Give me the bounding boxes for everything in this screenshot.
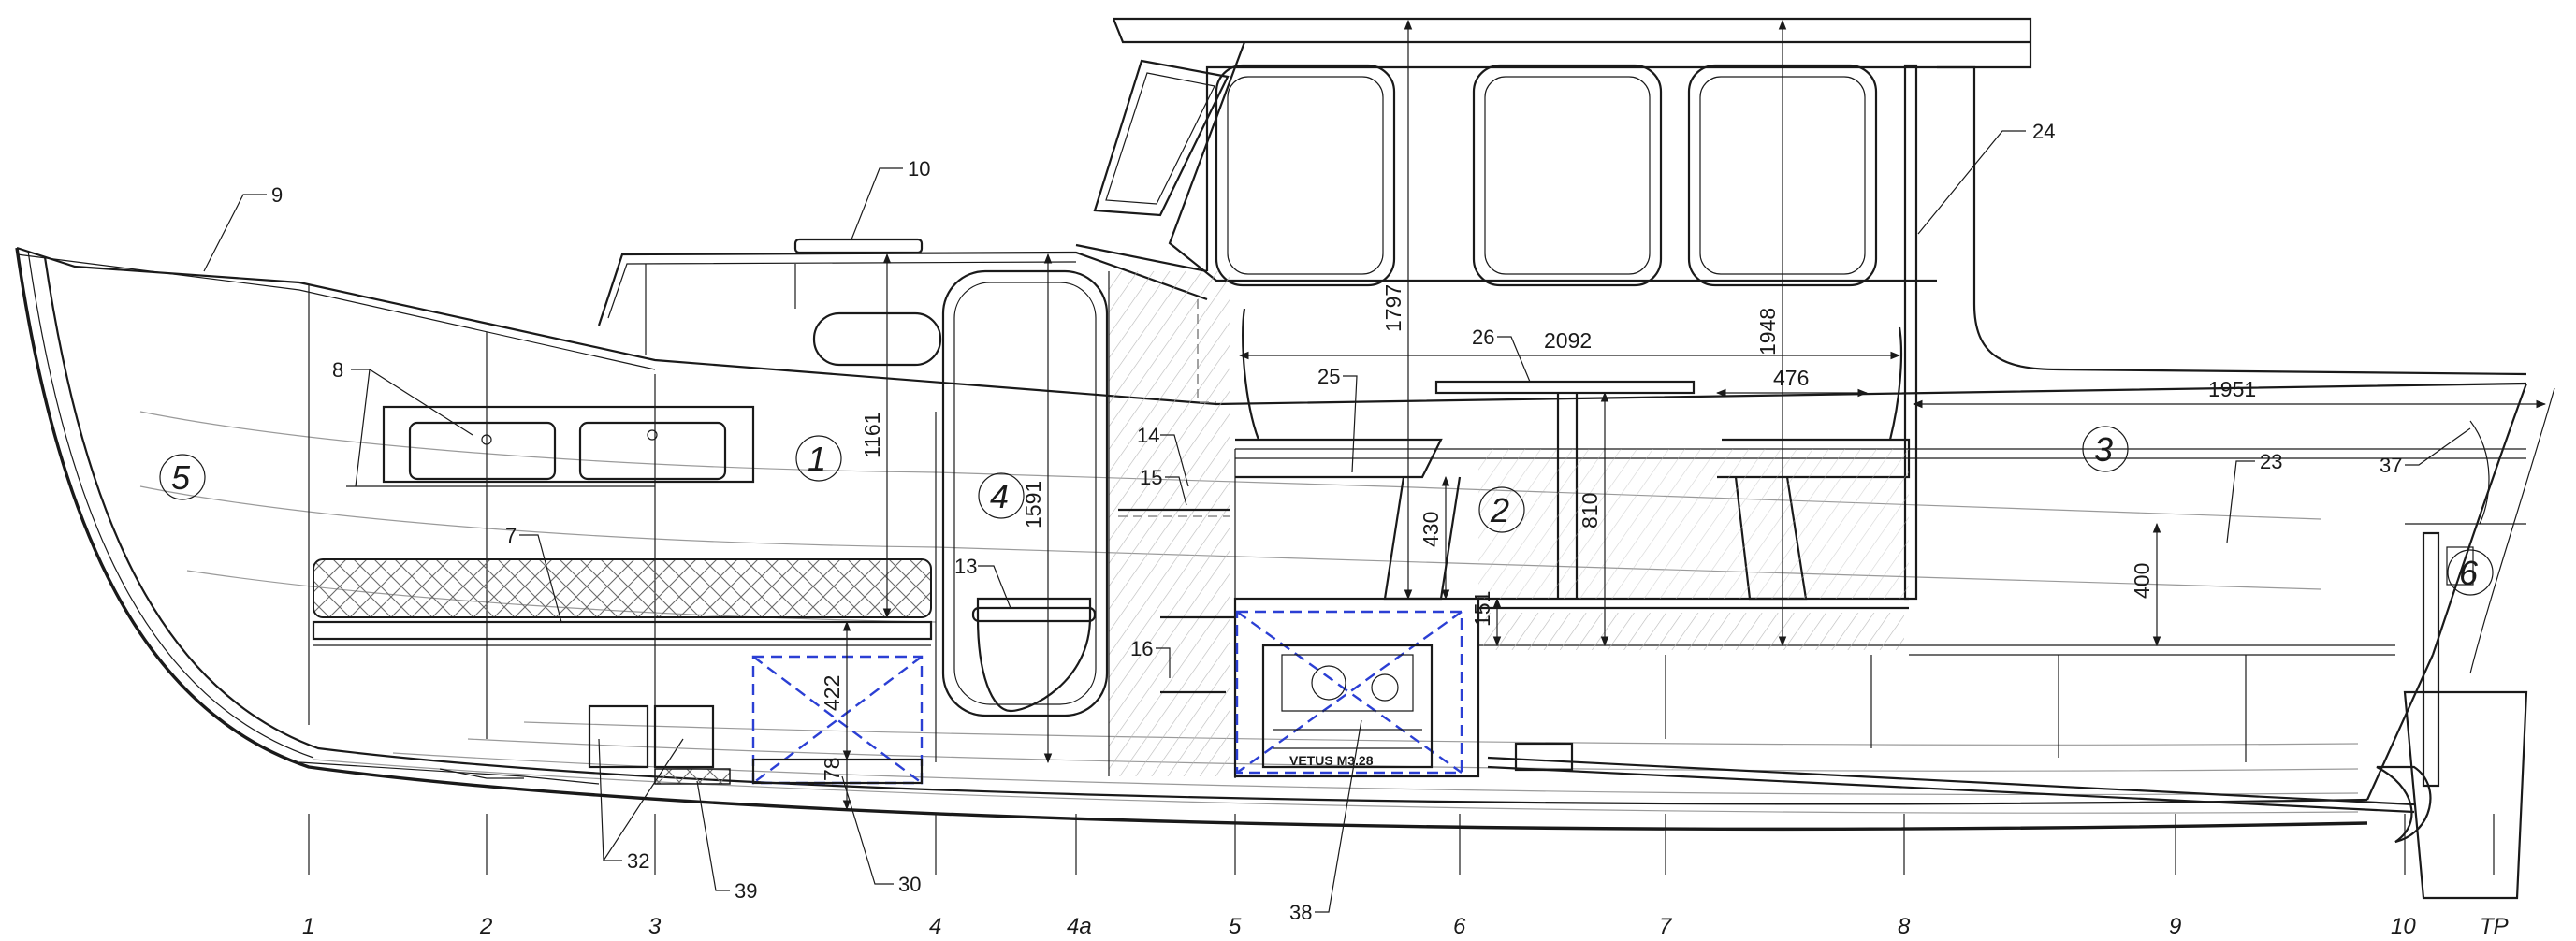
frame-label: 2 bbox=[479, 914, 492, 939]
dim-422: 422 bbox=[820, 675, 844, 711]
callout-38: 38 bbox=[1289, 901, 1312, 924]
frame-label: 6 bbox=[1453, 914, 1466, 939]
callout-25: 25 bbox=[1317, 365, 1340, 388]
callout-26: 26 bbox=[1472, 326, 1494, 349]
hull bbox=[15, 246, 2555, 831]
frame-label: 1 bbox=[302, 914, 314, 939]
compartment-1: 1 bbox=[808, 440, 826, 478]
dim-1591: 1591 bbox=[1021, 481, 1045, 528]
frame-label: 4a bbox=[1067, 914, 1092, 939]
callout-16: 16 bbox=[1130, 637, 1153, 660]
dim-1948: 1948 bbox=[1755, 308, 1780, 355]
compartment-5: 5 bbox=[171, 458, 191, 497]
compartment-6: 6 bbox=[2459, 554, 2479, 592]
frame-label: 10 bbox=[2391, 914, 2416, 939]
callout-15: 15 bbox=[1140, 466, 1162, 489]
dim-400: 400 bbox=[2130, 563, 2154, 599]
engine-label: VETUS M3.28 bbox=[1289, 753, 1374, 768]
callout-10: 10 bbox=[908, 157, 930, 181]
dim-2092: 2092 bbox=[1544, 328, 1592, 353]
compartment-2: 2 bbox=[1490, 491, 1509, 529]
compartment-3: 3 bbox=[2094, 430, 2113, 469]
dim-476: 476 bbox=[1773, 366, 1809, 390]
frame-label: 8 bbox=[1898, 914, 1911, 939]
callout-37: 37 bbox=[2380, 454, 2402, 477]
dim-151: 151 bbox=[1470, 591, 1494, 627]
dim-78: 78 bbox=[820, 757, 844, 781]
callout-8: 8 bbox=[332, 358, 343, 382]
frame-label: TP bbox=[2480, 914, 2509, 939]
callout-32: 32 bbox=[627, 849, 649, 873]
dim-1951: 1951 bbox=[2208, 377, 2256, 401]
callout-9: 9 bbox=[271, 183, 283, 207]
callout-14: 14 bbox=[1137, 424, 1159, 447]
callout-24: 24 bbox=[2032, 120, 2055, 143]
compartment-4: 4 bbox=[990, 477, 1009, 515]
callout-13: 13 bbox=[954, 555, 977, 578]
callout-7: 7 bbox=[505, 524, 517, 547]
dimensions: 1161 1591 422 78 1797 430 151 2092 810 1… bbox=[820, 19, 2547, 811]
compartment-markers: 5 1 4 2 3 6 bbox=[159, 426, 2494, 596]
callouts: 7 8 9 10 13 14 15 16 23 24 25 26 bbox=[203, 120, 2471, 924]
forward-cabin bbox=[308, 269, 1236, 785]
callout-23: 23 bbox=[2260, 450, 2282, 473]
frame-label: 7 bbox=[1659, 914, 1673, 939]
frame-stations: 1 2 3 4 4a 5 6 7 8 9 10 TP bbox=[302, 814, 2509, 939]
dim-1797: 1797 bbox=[1381, 284, 1405, 332]
frame-label: 9 bbox=[2169, 914, 2181, 939]
callout-30: 30 bbox=[898, 873, 921, 896]
callout-39: 39 bbox=[735, 879, 757, 903]
dim-810: 810 bbox=[1578, 493, 1602, 528]
frame-label: 4 bbox=[929, 914, 941, 939]
dim-430: 430 bbox=[1419, 512, 1443, 547]
engine-room: VETUS M3.28 bbox=[1233, 308, 2528, 900]
dim-1161: 1161 bbox=[860, 413, 884, 458]
frame-label: 5 bbox=[1229, 914, 1242, 939]
frame-label: 3 bbox=[648, 914, 662, 939]
